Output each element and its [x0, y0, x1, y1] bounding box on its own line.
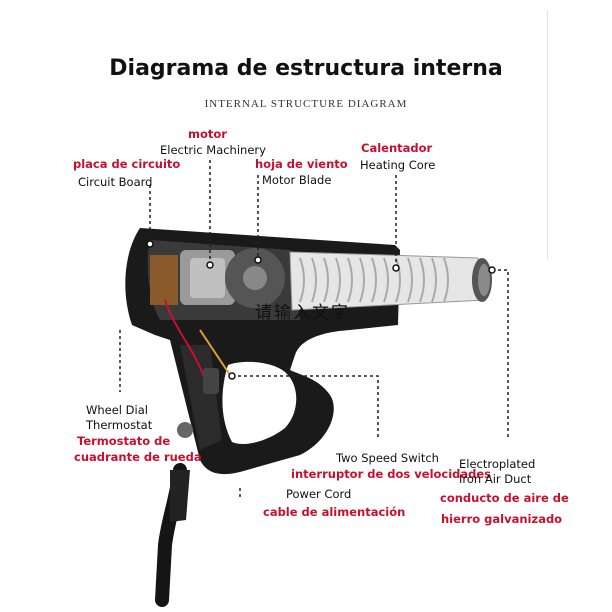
leader-switch — [232, 375, 379, 440]
motor-label-en: Electric Machinery — [160, 143, 266, 157]
cord-label-en: Power Cord — [286, 487, 352, 501]
heating-coil-graphic — [299, 257, 449, 303]
dial-label-es-2: cuadrante de rueda — [74, 450, 202, 464]
blade-label-en: Motor Blade — [262, 173, 332, 187]
background-edge-line — [547, 10, 548, 260]
dial-label-es-1: Termostato de — [77, 434, 171, 448]
motor-label-es: motor — [188, 127, 227, 141]
leader-lines — [119, 160, 509, 500]
leader-duct — [492, 269, 509, 440]
watermark-text: 请输入文字 — [255, 303, 350, 323]
power-cord-strain-relief — [170, 470, 190, 522]
switch-label-en: Two Speed Switch — [336, 451, 439, 465]
speed-switch-graphic — [203, 368, 219, 394]
dial-label-en-2: Thermostat — [86, 418, 153, 432]
leader-endpoints — [146, 240, 496, 380]
circuit-label-en: Circuit Board — [78, 175, 153, 189]
page-subtitle: INTERNAL STRUCTURE DIAGRAM — [204, 98, 408, 110]
heater-label-en: Heating Core — [360, 158, 436, 172]
cord-label-es: cable de alimentación — [263, 505, 406, 519]
blade-label-es: hoja de viento — [255, 157, 348, 171]
duct-label-en-2: Iron Air Duct — [459, 472, 532, 486]
circuit-label-es: placa de circuito — [73, 157, 181, 171]
duct-label-es-1: conducto de aire de — [440, 491, 569, 505]
trigger-guard-opening — [222, 361, 297, 445]
duct-label-en-1: Electroplated — [459, 457, 536, 471]
thermostat-dial-graphic — [177, 422, 193, 438]
heater-label-es: Calentador — [361, 141, 433, 155]
wire-graphic — [164, 299, 206, 381]
switch-label-es: interruptor de dos velocidades — [291, 467, 492, 481]
duct-label-es-2: hierro galvanizado — [441, 512, 563, 526]
dial-label-en-1: Wheel Dial — [86, 403, 148, 417]
page-title: Diagrama de estructura interna — [109, 56, 503, 81]
circuit-board-graphic — [150, 255, 178, 305]
